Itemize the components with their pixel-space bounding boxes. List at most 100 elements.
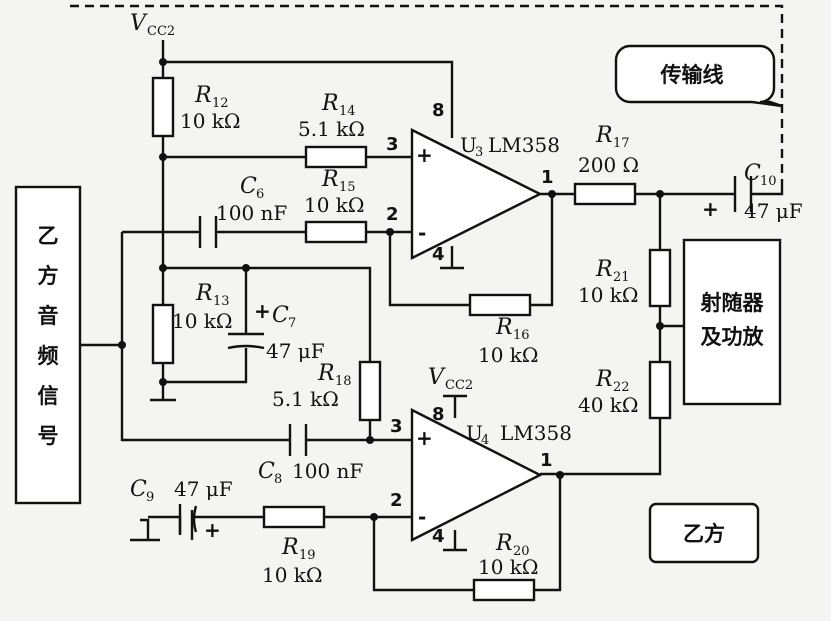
resistor-r16 <box>468 293 532 317</box>
svg-text:频: 频 <box>38 344 59 368</box>
signal-source-box <box>14 185 82 505</box>
r15-label: R 15 10 kΩ <box>304 167 365 217</box>
r13-label: R 13 10 kΩ <box>172 281 233 333</box>
svg-text:R: R <box>317 361 335 386</box>
input-wire <box>80 232 290 442</box>
resistor-r22 <box>648 360 672 420</box>
resistor-r18 <box>358 360 382 422</box>
r19-label: R 19 10 kΩ <box>262 535 323 587</box>
transmission-dashed-line <box>70 4 784 186</box>
party-label: 乙方 <box>683 522 725 546</box>
u3-label: U 3 LM358 <box>460 133 560 160</box>
svg-text:+: + <box>204 518 221 542</box>
svg-text:200 Ω: 200 Ω <box>578 153 639 177</box>
svg-text:5.1 kΩ: 5.1 kΩ <box>298 117 365 141</box>
svg-text:10 kΩ: 10 kΩ <box>478 343 539 367</box>
svg-text:21: 21 <box>613 270 630 285</box>
svg-text:R: R <box>195 281 213 306</box>
svg-text:R: R <box>281 535 299 560</box>
svg-text:100 nF: 100 nF <box>216 201 287 225</box>
r18-label: R 18 5.1 kΩ <box>272 361 352 411</box>
svg-text:R: R <box>495 531 513 556</box>
r14-label: R 14 5.1 kΩ <box>298 91 365 141</box>
svg-text:R: R <box>595 123 613 148</box>
svg-text:17: 17 <box>613 136 630 151</box>
svg-text:10: 10 <box>760 174 777 189</box>
c9-label: C 9 47 μF <box>130 477 233 505</box>
r21-label: R 21 10 kΩ <box>578 257 639 307</box>
c7-label: C 7 47 μF <box>266 303 325 363</box>
opamp-u3 <box>410 128 543 260</box>
svg-text:3: 3 <box>475 145 483 160</box>
svg-text:16: 16 <box>513 328 530 343</box>
svg-text:1: 1 <box>541 167 554 188</box>
svg-text:C: C <box>272 303 289 328</box>
svg-text:R: R <box>321 91 339 116</box>
svg-text:C: C <box>744 161 761 186</box>
svg-text:47 μF: 47 μF <box>266 339 325 363</box>
vcc-top-label: V CC2 <box>130 11 175 39</box>
emitter-follower-box <box>682 238 782 406</box>
r17-label: R 17 200 Ω <box>578 123 639 177</box>
svg-text:信: 信 <box>38 384 59 408</box>
svg-text:10 kΩ: 10 kΩ <box>304 193 365 217</box>
emitter-follower-label-2: 及功放 <box>701 325 765 349</box>
svg-text:40 kΩ: 40 kΩ <box>578 393 639 417</box>
svg-text:19: 19 <box>299 548 316 563</box>
svg-text:8: 8 <box>274 472 282 487</box>
svg-text:R: R <box>595 367 613 392</box>
svg-text:CC2: CC2 <box>445 378 473 393</box>
svg-text:22: 22 <box>613 380 630 395</box>
svg-text:3: 3 <box>386 134 399 155</box>
svg-text:10 kΩ: 10 kΩ <box>172 309 233 333</box>
svg-text:14: 14 <box>339 104 356 119</box>
svg-text:V: V <box>130 11 148 36</box>
svg-text:9: 9 <box>146 490 154 505</box>
svg-text:10 kΩ: 10 kΩ <box>578 283 639 307</box>
svg-text:20: 20 <box>513 544 530 559</box>
svg-text:8: 8 <box>432 100 445 121</box>
svg-text:R: R <box>321 167 339 192</box>
svg-text:-: - <box>418 505 426 529</box>
svg-text:4: 4 <box>432 244 445 265</box>
svg-text:47 μF: 47 μF <box>174 477 233 501</box>
resistor-r13 <box>151 303 175 365</box>
svg-text:R: R <box>595 257 613 282</box>
svg-text:100 nF: 100 nF <box>292 459 363 483</box>
signal-source-label: 乙 方 音 频 信 号 <box>38 224 59 448</box>
resistor-r21 <box>648 248 672 308</box>
svg-text:2: 2 <box>386 204 399 225</box>
svg-text:13: 13 <box>213 294 230 309</box>
resistor-r15 <box>304 220 368 244</box>
svg-text:乙: 乙 <box>38 224 59 248</box>
c6-label: C 6 100 nF <box>216 174 287 225</box>
c10-label: C 10 47 μF <box>744 161 803 223</box>
svg-text:C: C <box>240 174 257 199</box>
resistor-r14 <box>304 145 368 169</box>
r12-label: R 12 10 kΩ <box>180 83 241 133</box>
svg-text:47 μF: 47 μF <box>744 199 803 223</box>
opamp-u4 <box>410 408 543 542</box>
r16-label: R 16 10 kΩ <box>478 315 539 367</box>
resistor-r20 <box>472 578 536 602</box>
svg-text:LM358: LM358 <box>488 133 560 157</box>
svg-text:C: C <box>130 477 147 502</box>
svg-text:10 kΩ: 10 kΩ <box>478 555 539 579</box>
svg-text:+: + <box>416 426 433 450</box>
svg-text:3: 3 <box>390 416 403 437</box>
resistor-r19 <box>262 505 326 529</box>
svg-text:2: 2 <box>390 490 403 511</box>
svg-text:号: 号 <box>38 424 59 448</box>
svg-text:U: U <box>460 133 477 157</box>
svg-text:音: 音 <box>38 304 59 328</box>
transmission-line-label: 传输线 <box>660 63 724 87</box>
svg-text:R: R <box>495 315 513 340</box>
c8-label: C 8 100 nF <box>258 459 363 487</box>
r20-label: R 20 10 kΩ <box>478 531 539 579</box>
svg-text:10 kΩ: 10 kΩ <box>180 109 241 133</box>
r22-label: R 22 40 kΩ <box>578 367 639 417</box>
svg-text:U: U <box>466 421 483 445</box>
svg-text:12: 12 <box>212 96 229 111</box>
svg-text:6: 6 <box>256 187 264 202</box>
transmission-line-callout <box>614 44 783 108</box>
